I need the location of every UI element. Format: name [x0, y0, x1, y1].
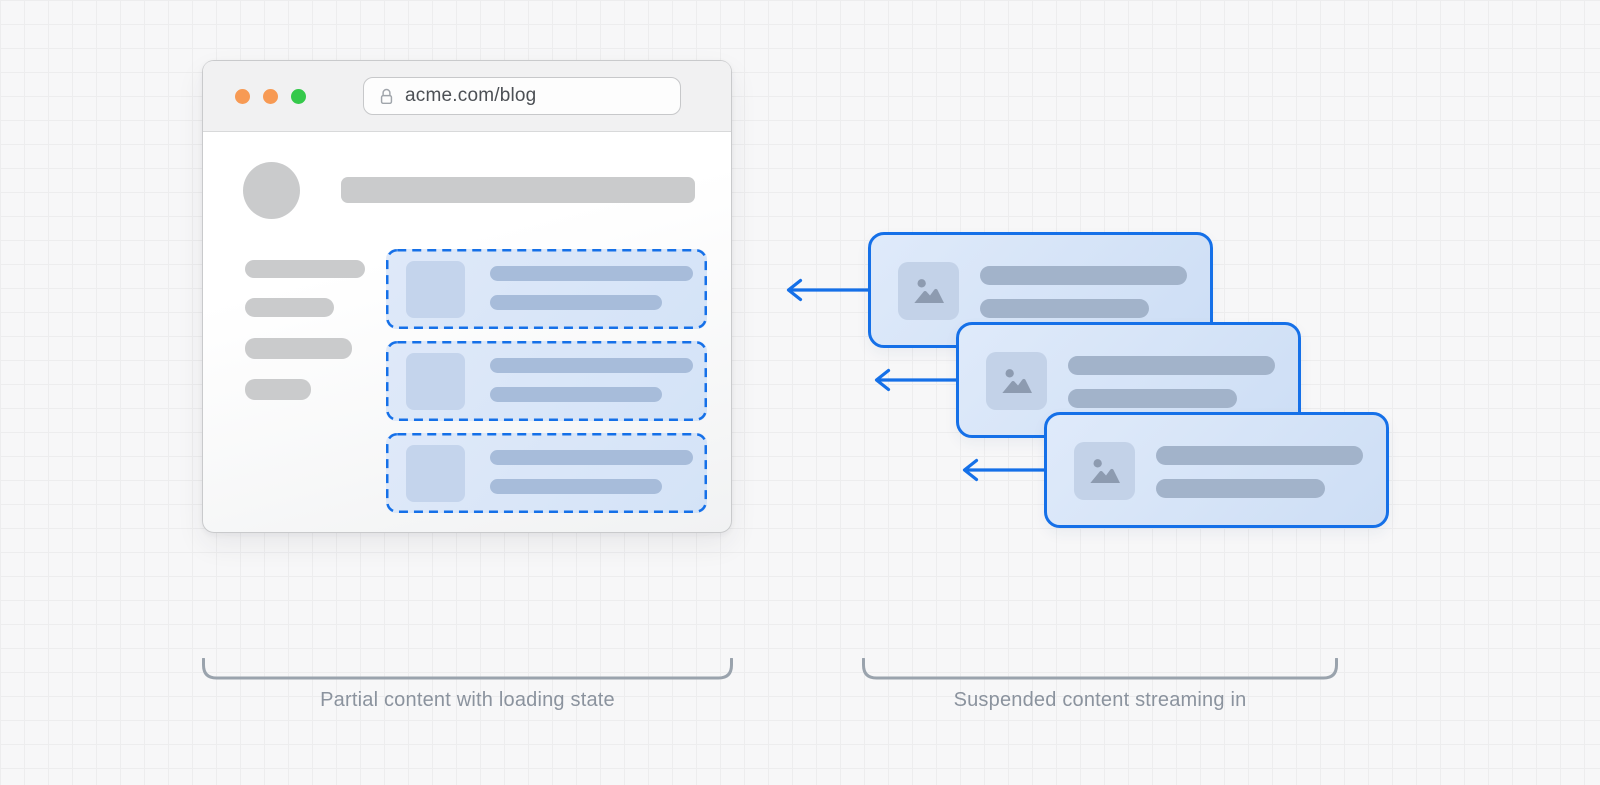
- card-text-line: [980, 266, 1187, 285]
- skeleton-image-placeholder: [406, 261, 465, 318]
- streaming-card: [1044, 412, 1389, 528]
- url-text: acme.com/blog: [405, 85, 537, 106]
- image-placeholder: [986, 352, 1047, 410]
- traffic-light-close-icon: [235, 89, 250, 104]
- page-title-placeholder: [341, 177, 695, 203]
- traffic-light-minimize-icon: [263, 89, 278, 104]
- url-bar: acme.com/blog: [363, 77, 681, 115]
- image-icon: [913, 279, 944, 303]
- skeleton-text-line: [490, 387, 662, 402]
- left-bracket: [202, 658, 733, 680]
- left-arrow-icon: [962, 458, 1045, 482]
- image-placeholder: [898, 262, 959, 320]
- skeleton-image-placeholder: [406, 445, 465, 502]
- lock-icon: [378, 87, 395, 106]
- skeleton-image-placeholder: [406, 353, 465, 410]
- traffic-light-zoom-icon: [291, 89, 306, 104]
- skeleton-text-line: [490, 450, 693, 465]
- suspense-slot: [386, 341, 707, 421]
- right-bracket: [862, 658, 1338, 680]
- skeleton-text-line: [490, 479, 662, 494]
- browser-window: acme.com/blog: [202, 60, 732, 533]
- sidebar-bar-placeholder: [245, 379, 311, 400]
- image-icon: [1089, 459, 1120, 483]
- avatar-placeholder: [243, 162, 300, 219]
- image-placeholder: [1074, 442, 1135, 500]
- suspense-slot: [386, 433, 707, 513]
- skeleton-text-line: [490, 358, 693, 373]
- streaming-card: [868, 232, 1213, 348]
- sidebar-bar-placeholder: [245, 338, 352, 359]
- card-text-line: [1156, 446, 1363, 465]
- image-icon: [1001, 369, 1032, 393]
- left-arrow-icon: [786, 278, 869, 302]
- card-text-line: [980, 299, 1149, 318]
- skeleton-text-line: [490, 266, 693, 281]
- left-caption: Partial content with loading state: [320, 689, 615, 711]
- card-text-line: [1156, 479, 1325, 498]
- sidebar-bar-placeholder: [245, 260, 365, 278]
- left-arrow-icon: [874, 368, 957, 392]
- sidebar-bar-placeholder: [245, 298, 334, 317]
- browser-titlebar: acme.com/blog: [203, 61, 731, 132]
- right-caption: Suspended content streaming in: [953, 689, 1247, 711]
- card-text-line: [1068, 356, 1275, 375]
- skeleton-text-line: [490, 295, 662, 310]
- card-text-line: [1068, 389, 1237, 408]
- suspense-slot: [386, 249, 707, 329]
